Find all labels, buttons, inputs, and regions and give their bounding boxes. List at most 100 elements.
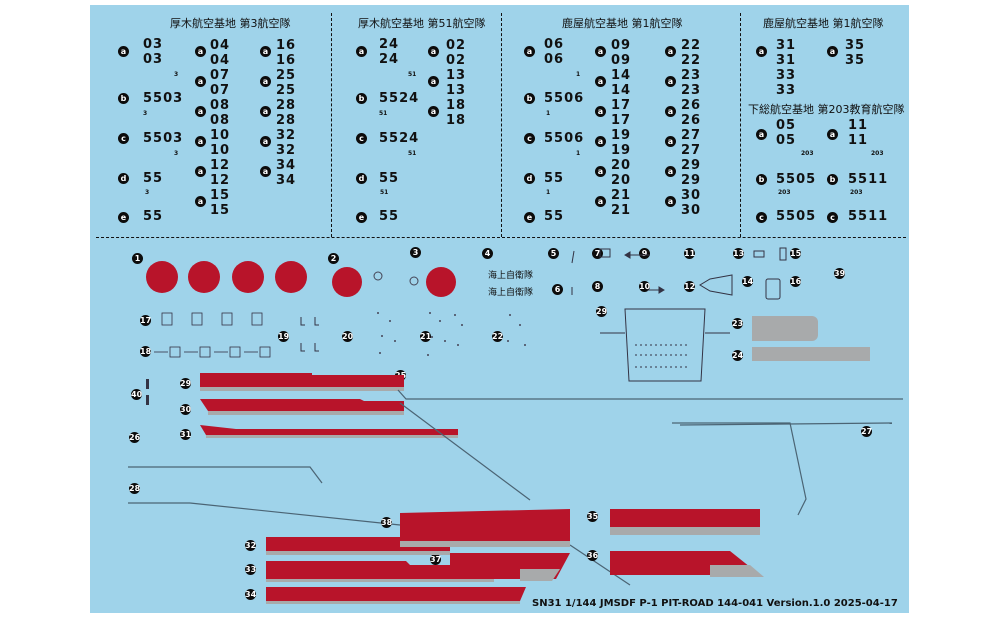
code-sub: 3 — [174, 150, 179, 157]
code: 17 — [611, 113, 632, 128]
part-number: 1 — [132, 253, 143, 264]
section-title: 鹿屋航空基地 第1航空隊 — [763, 17, 884, 30]
code: 15 — [210, 203, 231, 218]
part-number: 26 — [129, 432, 141, 443]
code: 32 — [276, 128, 297, 143]
letter-a: a — [195, 76, 206, 87]
part-number: 30 — [180, 404, 192, 415]
code: 15 — [210, 188, 231, 203]
hinomaru-disc — [275, 261, 307, 293]
grey-strip — [752, 347, 870, 361]
code: 55 — [379, 171, 400, 186]
code: 14 — [611, 83, 632, 98]
divider — [501, 13, 502, 237]
letter-a: a — [595, 106, 606, 117]
letter-c: c — [756, 212, 767, 223]
letter-a: a — [260, 76, 271, 87]
part-number: 22 — [492, 331, 504, 342]
code: 35 — [845, 38, 866, 53]
code: 10 — [210, 143, 231, 158]
part-number: 34 — [245, 589, 257, 600]
code: 09 — [611, 38, 632, 53]
sheet-footer: SN31 1/144 JMSDF P-1 PIT-ROAD 144-041 Ve… — [532, 598, 898, 609]
code: 03 — [143, 37, 164, 52]
code-sub: 3 — [174, 71, 179, 78]
part-number: 15 — [790, 248, 802, 259]
part-number: 21 — [420, 331, 432, 342]
letter-a: a — [260, 166, 271, 177]
code: 07 — [210, 83, 231, 98]
code: 34 — [276, 173, 297, 188]
letter-b: b — [356, 93, 367, 104]
code: 24 — [379, 52, 400, 67]
letter-a: a — [595, 76, 606, 87]
part-number: 38 — [381, 517, 393, 528]
code: 21 — [611, 188, 632, 203]
letter-e: e — [356, 212, 367, 223]
code: 19 — [611, 128, 632, 143]
letter-a: a — [665, 196, 676, 207]
letter-a: a — [260, 46, 271, 57]
letter-a: a — [428, 76, 439, 87]
letter-a: a — [827, 46, 838, 57]
part-number: 23 — [732, 318, 744, 329]
letter-a: a — [195, 136, 206, 147]
letter-a: a — [665, 76, 676, 87]
code: 05 — [776, 118, 797, 133]
divider — [740, 13, 741, 237]
code: 12 — [210, 158, 231, 173]
code: 22 — [681, 38, 702, 53]
code: 14 — [611, 68, 632, 83]
code: 27 — [681, 143, 702, 158]
code: 5506 — [544, 91, 585, 106]
code: 23 — [681, 68, 702, 83]
divider — [96, 237, 906, 238]
code: 19 — [611, 143, 632, 158]
small-markings — [146, 379, 149, 405]
code: 23 — [681, 83, 702, 98]
dotted-markings — [373, 271, 526, 356]
code: 5524 — [379, 131, 420, 146]
code: 26 — [681, 98, 702, 113]
code: 28 — [276, 113, 297, 128]
code: 55 — [379, 209, 400, 224]
part-number: 3 — [410, 247, 421, 258]
part-number: 24 — [732, 350, 744, 361]
part-number: 4 — [482, 248, 493, 259]
code-sub: 3 — [145, 189, 150, 196]
letter-a: a — [665, 136, 676, 147]
code: 18 — [446, 113, 467, 128]
code: 11 — [848, 133, 869, 148]
code: 28 — [276, 98, 297, 113]
letter-c: c — [524, 133, 535, 144]
letter-a: a — [595, 166, 606, 177]
code: 26 — [681, 113, 702, 128]
letter-a: a — [595, 46, 606, 57]
code-sub: 51 — [408, 71, 417, 78]
part-number: 7 — [592, 248, 603, 259]
code: 30 — [681, 203, 702, 218]
part-number: 5 — [548, 248, 559, 259]
letter-a: a — [195, 106, 206, 117]
code: 07 — [210, 68, 231, 83]
code: 33 — [776, 83, 797, 98]
small-markings — [300, 317, 319, 352]
code: 5503 — [143, 131, 184, 146]
code: 5524 — [379, 91, 420, 106]
code: 05 — [776, 133, 797, 148]
code: 35 — [845, 53, 866, 68]
part-number: 12 — [684, 281, 696, 292]
hinomaru-disc — [332, 267, 362, 297]
code: 11 — [848, 118, 869, 133]
code: 17 — [611, 98, 632, 113]
code: 02 — [446, 53, 467, 68]
code: 04 — [210, 53, 231, 68]
letter-b: b — [524, 93, 535, 104]
code: 55 — [544, 171, 565, 186]
letter-a: a — [428, 46, 439, 57]
letter-e: e — [118, 212, 129, 223]
part-number: 29 — [180, 378, 192, 389]
code: 29 — [681, 173, 702, 188]
section-title: 鹿屋航空基地 第1航空隊 — [562, 17, 683, 30]
part-number: 11 — [684, 248, 696, 259]
